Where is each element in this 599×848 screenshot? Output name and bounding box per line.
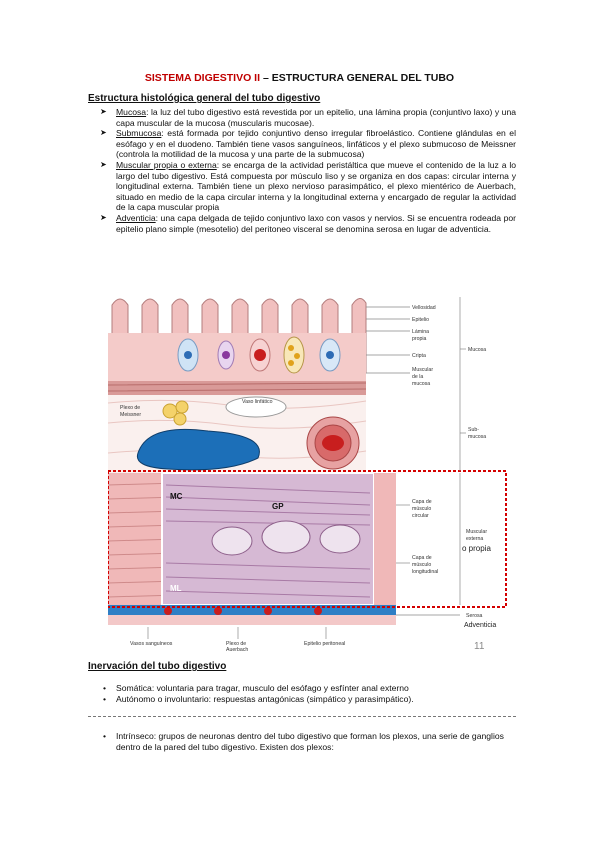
list-item: • Autónomo o involuntario: respuestas ant… <box>88 694 516 705</box>
item-text: : se encarga de la actividad peristáltic… <box>116 159 517 213</box>
term-adventicia: Adventicia <box>116 212 156 223</box>
label-vasos: Vasos sanguíneos <box>130 641 173 647</box>
crypt-cells <box>177 336 341 374</box>
label-gp: GP <box>272 502 284 511</box>
structure-list: ➤ Mucosa: la luz del tubo digestivo está … <box>88 107 516 234</box>
label-plexo-auerbach-2: Auerbach <box>226 647 248 653</box>
list-item: ➤ Muscular propia o externa: se encarga d… <box>88 160 516 213</box>
label-mucosa-2: mucosa <box>468 434 486 440</box>
arrow-bullet-icon: ➤ <box>100 107 107 116</box>
muscular-highlight-box <box>108 470 507 608</box>
bullet-icon: • <box>103 683 107 693</box>
bullet-icon: • <box>103 694 107 704</box>
list-item: • Somática: voluntaria para tragar, muscu… <box>88 683 516 694</box>
list-item: • Intrínseco: grupos de neuronas dentro d… <box>88 731 516 753</box>
arrow-bullet-icon: ➤ <box>100 212 107 222</box>
label-lamina: Lámina <box>412 329 429 335</box>
arrow-bullet-icon: ➤ <box>100 128 107 138</box>
label-plexo-meissner-1: Plexo de <box>120 405 140 411</box>
title-main: SISTEMA DIGESTIVO II <box>144 72 261 84</box>
section-heading-structure: Estructura histológica general del tubo … <box>88 93 321 104</box>
label-cripta: Cripta <box>412 353 426 359</box>
arrow-bullet-icon: ➤ <box>100 159 107 169</box>
label-plexo-meissner-2: Meissner <box>120 412 141 418</box>
label-vaso-linfatico: Vaso linfático <box>242 399 273 405</box>
intrinsic-list: • Intrínseco: grupos de neuronas dentro d… <box>88 731 516 753</box>
label-adventicia: Adventicia <box>464 622 496 629</box>
term-submucosa: Submucosa <box>116 128 162 139</box>
figure-page-number: 11 <box>474 641 485 652</box>
label-capa-circ-1: Capa de <box>412 499 432 505</box>
label-muscular-mucosa-3: mucosa <box>412 381 430 387</box>
label-epitelio-peritoneal: Epitelio peritoneal <box>304 641 345 647</box>
label-o-propia: o propia <box>462 544 491 553</box>
term-mucosa: Mucosa <box>116 107 147 117</box>
label-capa-long-2: músculo <box>412 562 431 568</box>
section-heading-innervation: Inervación del tubo digestivo <box>88 661 227 672</box>
label-ml: ML <box>170 584 182 593</box>
histology-figure: MC GP ML <box>108 293 526 655</box>
label-sub: Sub- <box>468 427 479 433</box>
item-text: Somática: voluntaria para tragar, muscul… <box>116 683 409 693</box>
item-text: : la luz del tubo digestivo está revesti… <box>116 107 516 128</box>
label-capa-circ-3: circular <box>412 513 429 519</box>
dashed-divider <box>88 716 516 717</box>
item-text: : está formada por tejido conjuntivo den… <box>116 128 516 160</box>
innervation-list: • Somática: voluntaria para tragar, muscu… <box>88 683 516 705</box>
label-muscular-mucosa-1: Muscular <box>412 367 433 373</box>
label-propia: propia <box>412 336 427 342</box>
label-capa-long-3: longitudinal <box>412 569 438 575</box>
item-text: : una capa delgada de tejido conjuntivo … <box>116 212 516 234</box>
list-item: ➤ Submucosa: está formada por tejido conj… <box>88 128 516 160</box>
item-text: Intrínseco: grupos de neuronas dentro de… <box>116 731 504 752</box>
page-title: SISTEMA DIGESTIVO II – ESTRUCTURA GENERA… <box>0 72 599 84</box>
label-serosa: Serosa <box>466 613 483 619</box>
item-text: Autónomo o involuntario: respuestas anta… <box>116 694 414 704</box>
label-plexo-auerbach-1: Plexo de <box>226 641 246 647</box>
title-sub: – ESTRUCTURA GENERAL DEL TUBO <box>260 72 455 84</box>
label-vellosidad: Vellosidad <box>412 305 436 311</box>
list-item: ➤ Mucosa: la luz del tubo digestivo está … <box>88 107 516 128</box>
term-muscular: Muscular propia o externa <box>116 159 217 170</box>
label-capa-long-1: Capa de <box>412 555 432 561</box>
bullet-icon: • <box>103 731 107 741</box>
label-muscular-externa-2: externa <box>466 536 483 542</box>
label-mc: MC <box>170 492 183 501</box>
label-epitelio: Epitelio <box>412 317 429 323</box>
label-mucosa: Mucosa <box>468 347 486 353</box>
label-muscular-externa-1: Muscular <box>466 529 487 535</box>
label-muscular-mucosa-2: de la <box>412 374 423 380</box>
label-capa-circ-2: músculo <box>412 506 431 512</box>
list-item: ➤ Adventicia: una capa delgada de tejido … <box>88 213 516 234</box>
